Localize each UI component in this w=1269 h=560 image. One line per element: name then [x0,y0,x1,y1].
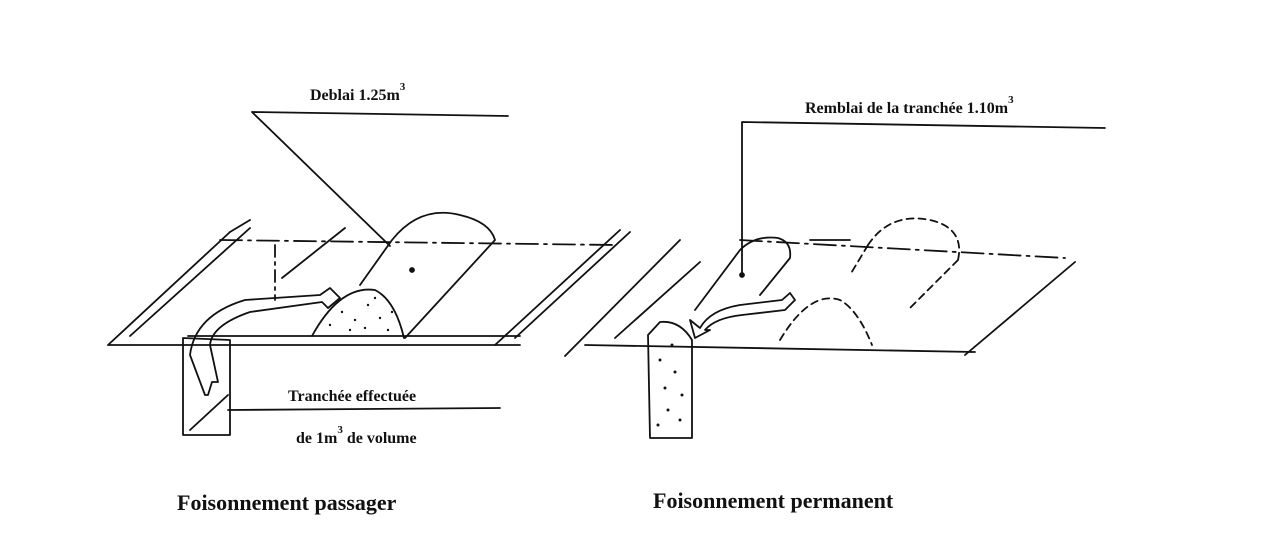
right-slab-edges [614,239,851,339]
left-axis-line [219,239,616,246]
right-leader-point [739,272,745,278]
left-figure [107,111,631,436]
caption-passager: Foisonnement passager [177,490,397,515]
right-remblai-leader [741,121,1106,276]
tranchee-label-line1: Tranchée effectuée [288,388,416,405]
left-heap [311,288,405,339]
left-heap-dots [328,296,394,332]
right-trench [647,320,693,439]
right-axis-line [739,239,1066,259]
right-figure [564,121,1106,439]
right-dashed-mound [779,217,960,346]
right-ground-slab [564,239,1076,357]
left-spoil-mound [359,211,496,339]
remblai-label: Remblai de la tranchée 1.10m3 [805,94,1014,117]
deblai-label: Deblai 1.25m3 [310,81,406,104]
caption-permanent: Foisonnement permanent [653,488,894,513]
left-ground-slab [107,231,521,346]
right-trench-dots [656,343,684,427]
left-tranchee-leader [227,407,501,411]
left-transfer-arrow [189,287,341,396]
left-trench-diagonal [189,394,229,431]
left-deblai-leader [251,111,509,247]
right-transfer-arrow [689,292,796,339]
tranchee-label-line2: de 1m3 de volume [296,424,417,447]
left-trench [182,337,231,436]
right-cylinder [694,236,792,311]
left-leader-point [409,267,415,273]
left-slab-edges [129,219,631,346]
